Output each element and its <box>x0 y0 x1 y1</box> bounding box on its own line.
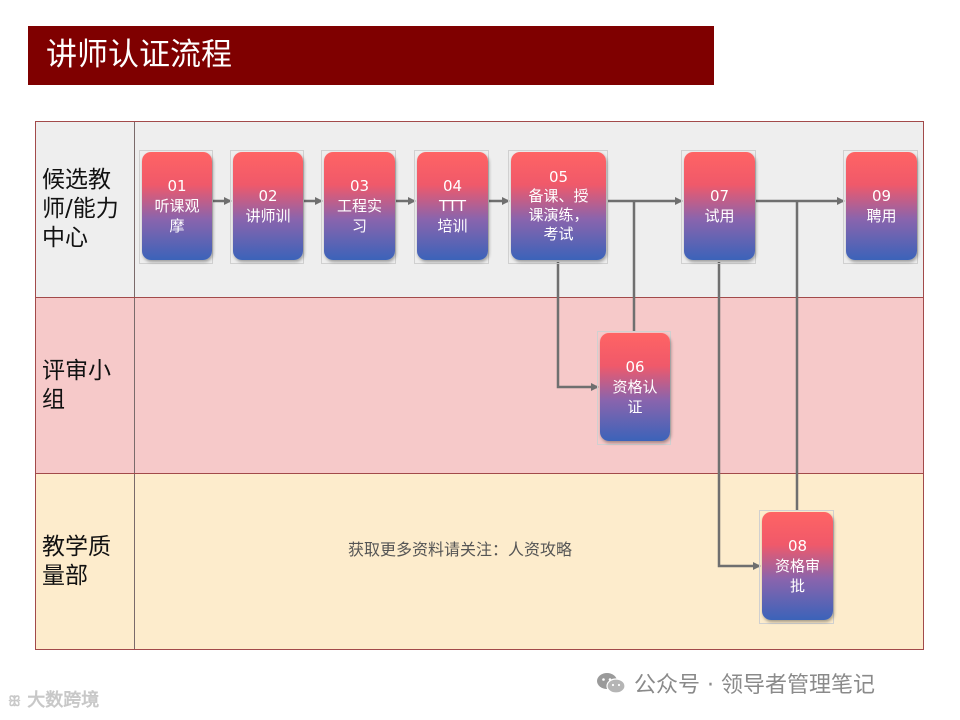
step-label: 听课观摩 <box>154 197 200 235</box>
logo-icon: ꕥ <box>8 694 21 710</box>
step-number: 03 <box>349 177 370 195</box>
step-frame <box>681 150 756 264</box>
step-frame <box>508 150 608 264</box>
title-bar: 讲师认证流程 <box>28 26 714 85</box>
step-06-box: 06 资格认证 <box>600 333 670 441</box>
step-number: 01 <box>167 177 187 195</box>
step-01-box: 01 听课观摩 <box>142 152 212 260</box>
step-frame <box>139 150 213 264</box>
arrow-07-08 <box>717 262 761 570</box>
step-number: 05 <box>548 168 569 186</box>
step-number: 02 <box>258 187 278 205</box>
footer-credit: 公众号 · 领导者管理笔记 <box>596 667 875 699</box>
step-frame <box>843 150 918 264</box>
step-label: 工程实习 <box>336 197 382 235</box>
step-label: 讲师训 <box>245 207 291 225</box>
step-number: 08 <box>787 537 808 555</box>
footer-text: 公众号 · 领导者管理笔记 <box>634 673 875 698</box>
lane-label: 教学质量部 <box>36 474 135 649</box>
step-09-box: 09 聘用 <box>846 152 917 260</box>
step-07-box: 07 试用 <box>684 152 755 260</box>
step-label: 资格审批 <box>774 557 820 595</box>
step-number: 09 <box>871 187 892 205</box>
step-frame <box>414 150 489 264</box>
page-title: 讲师认证流程 <box>46 37 232 73</box>
step-03-box: 03 工程实习 <box>324 152 395 260</box>
step-frame <box>759 510 834 624</box>
step-frame <box>230 150 304 264</box>
step-04-box: 04 TTT培训 <box>417 152 488 260</box>
step-label: 聘用 <box>866 207 897 225</box>
step-02-box: 02 讲师训 <box>233 152 303 260</box>
lane-label: 评审小组 <box>36 298 135 473</box>
step-frame <box>597 331 671 445</box>
step-label: TTT培训 <box>437 197 468 235</box>
step-number: 07 <box>709 187 730 205</box>
wechat-icon <box>597 673 626 694</box>
lane-label: 候选教师/能力中心 <box>36 122 135 297</box>
step-label: 备课、授课演练，考试 <box>528 187 589 243</box>
step-frame <box>321 150 396 264</box>
brand-logo: ꕥ 大数跨境 <box>8 686 99 712</box>
step-label: 资格认证 <box>612 378 658 416</box>
step-08-box: 08 资格审批 <box>762 512 833 620</box>
step-number: 06 <box>625 358 645 376</box>
watermark-text: 获取更多资料请关注：人资攻略 <box>348 540 573 559</box>
step-label: 试用 <box>704 207 735 225</box>
logo-text: 大数跨境 <box>27 690 100 711</box>
arrow-05-06 <box>556 262 599 391</box>
step-number: 04 <box>442 177 463 195</box>
step-05-box: 05 备课、授课演练，考试 <box>511 152 606 260</box>
lane-review-panel: 评审小组 <box>35 297 924 474</box>
